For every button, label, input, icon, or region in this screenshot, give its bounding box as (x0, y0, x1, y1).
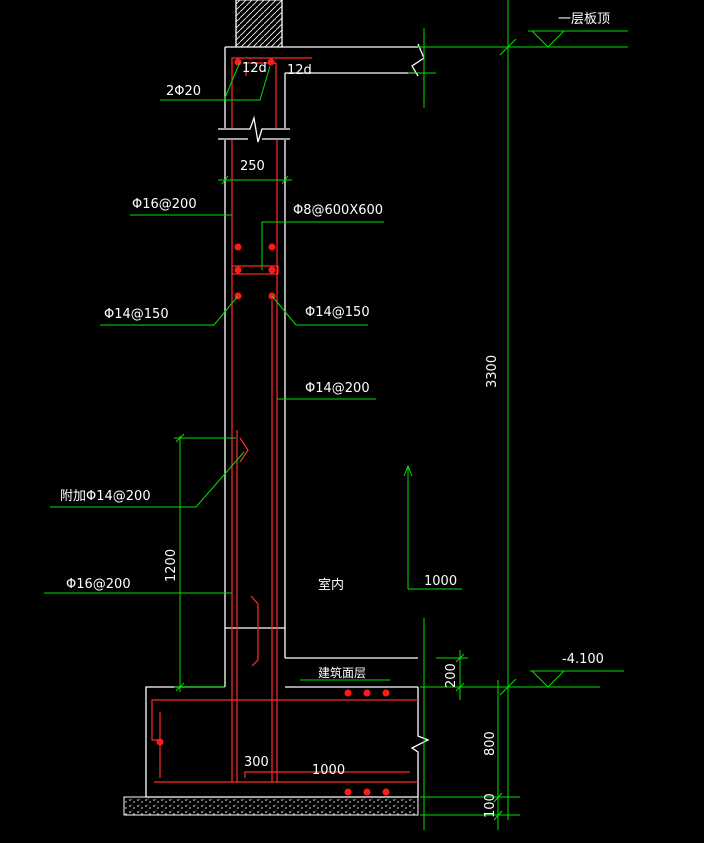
level-mark-bottom (531, 670, 565, 688)
indoor-label: 室内 (318, 577, 344, 593)
tie-bar (231, 265, 279, 275)
dim-1200-label: 1200 (164, 549, 179, 582)
anchor-12d-right-label: 12d (287, 63, 312, 78)
slab-break-line (411, 43, 425, 77)
total-height-label: 3300 (485, 355, 500, 388)
rebar-top-left-hook (231, 57, 312, 128)
vertical-outer-top-label: Φ16@200 (132, 197, 197, 212)
gravel-bedding (123, 796, 419, 816)
vertical-inner-label: Φ14@200 (305, 381, 370, 396)
level-mark-top (531, 30, 565, 48)
water-head-label: 1000 (424, 574, 457, 589)
additional-bar-label: 附加Φ14@200 (60, 489, 151, 504)
dim-800-label: 800 (483, 731, 498, 756)
masonry-wall-above (235, 0, 283, 48)
rebar-dot (267, 58, 275, 66)
level-value-label: -4.100 (562, 652, 604, 667)
footing-300-label: 300 (244, 755, 269, 770)
building-surface-label: 建筑面层 (318, 665, 366, 680)
floor-level-label: 一层板顶 (558, 12, 610, 27)
footing-outline (145, 686, 418, 798)
footing-1000-label: 1000 (312, 763, 345, 778)
dim-200-label: 200 (444, 663, 459, 688)
wall-thickness-label: 250 (240, 159, 265, 174)
horizontal-right-label: Φ14@150 (305, 305, 370, 320)
structure-outline (123, 0, 430, 816)
footing-break-line (410, 687, 430, 797)
tie-bars-label: Φ8@600X600 (293, 203, 383, 218)
rebar-dot (234, 58, 242, 66)
dimension-lines (44, 0, 628, 830)
anchor-12d-left-label: 12d (242, 61, 267, 76)
break-line (218, 115, 290, 143)
bars-2phi20-label: 2Φ20 (166, 84, 201, 99)
labels: 一层板顶 2Φ20 12d 12d 250 Φ16@200 Φ8@600X600… (60, 12, 610, 818)
rebar-top-right-hook (245, 62, 277, 128)
dim-100-label: 100 (483, 793, 498, 818)
horizontal-left-label: Φ14@150 (104, 307, 169, 322)
vertical-outer-bottom-label: Φ16@200 (66, 577, 131, 592)
